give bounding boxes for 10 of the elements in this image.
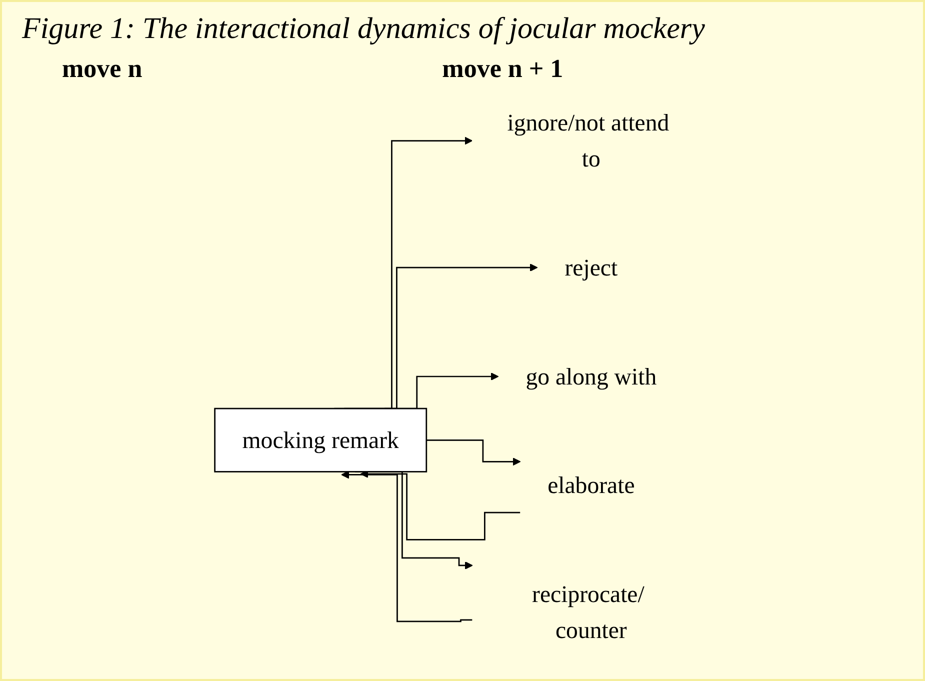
node-text: reject (564, 254, 618, 281)
column-heading: move n (62, 54, 142, 84)
node-text: reciprocate/ counter (532, 581, 644, 644)
node-box: mocking remark (214, 408, 428, 472)
node-text: go along with (526, 363, 657, 390)
node-text: elaborate (548, 472, 635, 499)
figure-title: Figure 1: The interactional dynamics of jocular mockery (22, 12, 706, 46)
column-heading: move n + 1 (442, 54, 564, 84)
arrow (426, 439, 521, 466)
node-text: ignore/not attend to (507, 110, 670, 172)
